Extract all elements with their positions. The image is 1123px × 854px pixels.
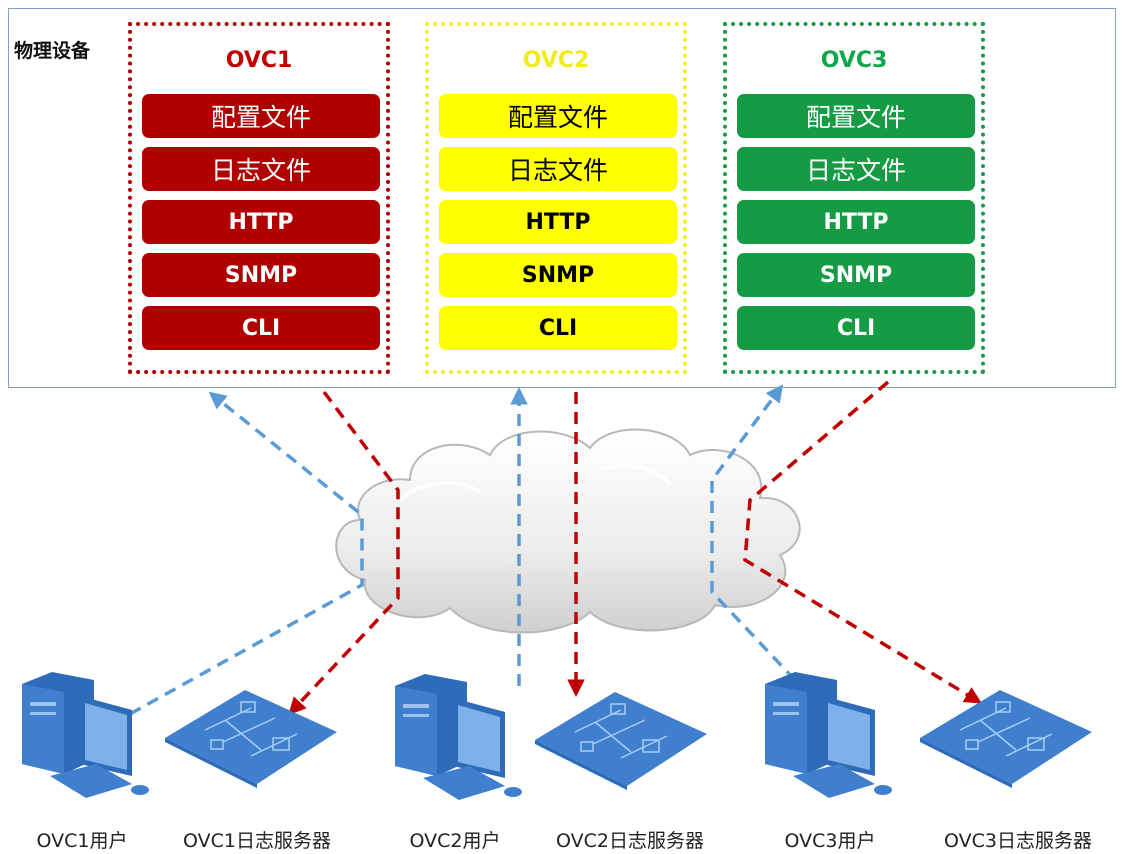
physical-device-title: 物理设备 [14,40,91,62]
ovc2-config-file: 配置文件 [439,94,677,138]
ovc1-config-file: 配置文件 [142,94,380,138]
ovc3-cli: CLI [737,306,975,350]
network-server-icon [920,690,1092,788]
ovc1-title: OVC1 [225,48,293,73]
network-server-icon [535,692,707,790]
ovc2-log-file: 日志文件 [439,147,677,191]
ovc1-container: OVC1 配置文件 日志文件 HTTP SNMP CLI [128,22,390,374]
ovc2-log-server-label: OVC2日志服务器 [556,830,704,852]
ovc2-user-label: OVC2用户 [409,830,501,852]
ovc3-config-file: 配置文件 [737,94,975,138]
desktop-computer-icon [22,672,149,798]
ovc1-cli: CLI [142,306,380,350]
ovc3-container: OVC3 配置文件 日志文件 HTTP SNMP CLI [723,22,985,374]
ovc3-title: OVC3 [820,48,888,73]
ovc2-http: HTTP [439,200,677,244]
ovc3-user-link [710,384,797,682]
desktop-computer-icon [765,672,892,798]
ovc1-http: HTTP [142,200,380,244]
ovc2-title: OVC2 [522,48,590,73]
ovc2-snmp: SNMP [439,253,677,297]
ovc1-log-link [288,390,400,716]
ovc2-container: OVC2 配置文件 日志文件 HTTP SNMP CLI [425,22,687,374]
ovc3-user-label: OVC3用户 [784,830,876,852]
ovc3-log-file: 日志文件 [737,147,975,191]
ovc3-log-link [743,380,982,704]
network-server-icon [165,690,337,788]
ovc3-snmp: SNMP [737,253,975,297]
ovc1-log-server-label: OVC1日志服务器 [183,830,331,852]
ovc3-log-server-label: OVC3日志服务器 [944,830,1092,852]
ovc1-user-link [129,391,364,716]
ovc3-http: HTTP [737,200,975,244]
ovc1-log-file: 日志文件 [142,147,380,191]
desktop-computer-icon [395,674,522,800]
ovc1-snmp: SNMP [142,253,380,297]
network-cloud-icon [335,428,801,634]
ovc1-user-label: OVC1用户 [36,830,128,852]
ovc2-cli: CLI [439,306,677,350]
